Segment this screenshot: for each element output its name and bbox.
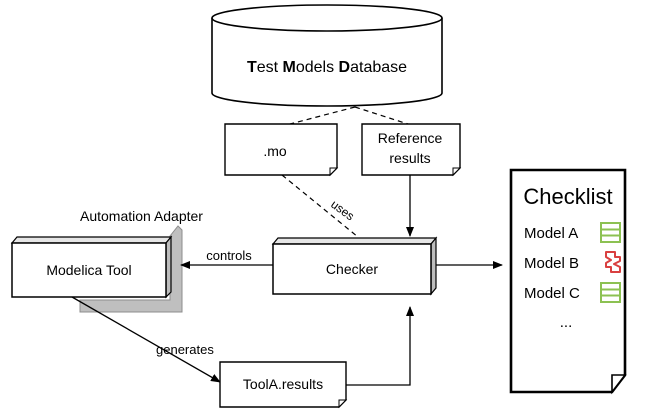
pass-icon (600, 282, 621, 303)
generates-arrow (71, 296, 221, 383)
checker-block: Checker (271, 236, 438, 296)
checklist-item-label: Model B (524, 255, 579, 272)
modelica-tool-block: Modelica Tool (10, 235, 173, 299)
modelica-tool-label: Modelica Tool (46, 262, 131, 278)
checklist-item-label: Model C (524, 285, 580, 302)
test-models-database: Test Models Database (211, 4, 443, 107)
fail-icon (605, 251, 621, 273)
automation-adapter-label: Automation Adapter (80, 208, 203, 224)
checker-label: Checker (326, 261, 378, 277)
uses-link (281, 174, 359, 238)
db-to-mo-link (289, 106, 356, 125)
uses-label: uses (328, 197, 357, 223)
checklist-document: Checklist Model A Model B Model C ... (509, 168, 627, 395)
automation-adapter: Automation Adapter (79, 208, 203, 313)
checklist-title: Checklist (523, 184, 612, 209)
db-to-reference-link (354, 106, 409, 125)
checklist-item-label: Model A (524, 225, 578, 242)
controls-label: controls (206, 248, 252, 263)
mo-file: .mo (224, 123, 339, 177)
database-label: Test Models Database (247, 59, 407, 76)
toola-results-label: ToolA.results (243, 376, 323, 392)
pass-icon (600, 222, 621, 243)
reference-results-label-line2: results (389, 150, 430, 166)
toola-to-checker-arrow (346, 306, 414, 386)
reference-results-label-line1: Reference (378, 130, 443, 146)
checklist-ellipsis: ... (560, 314, 573, 331)
generates-label: generates (156, 342, 214, 357)
reference-results-file: Reference results (361, 123, 462, 177)
mo-file-label: .mo (263, 143, 287, 159)
toola-results-file: ToolA.results (219, 361, 348, 409)
